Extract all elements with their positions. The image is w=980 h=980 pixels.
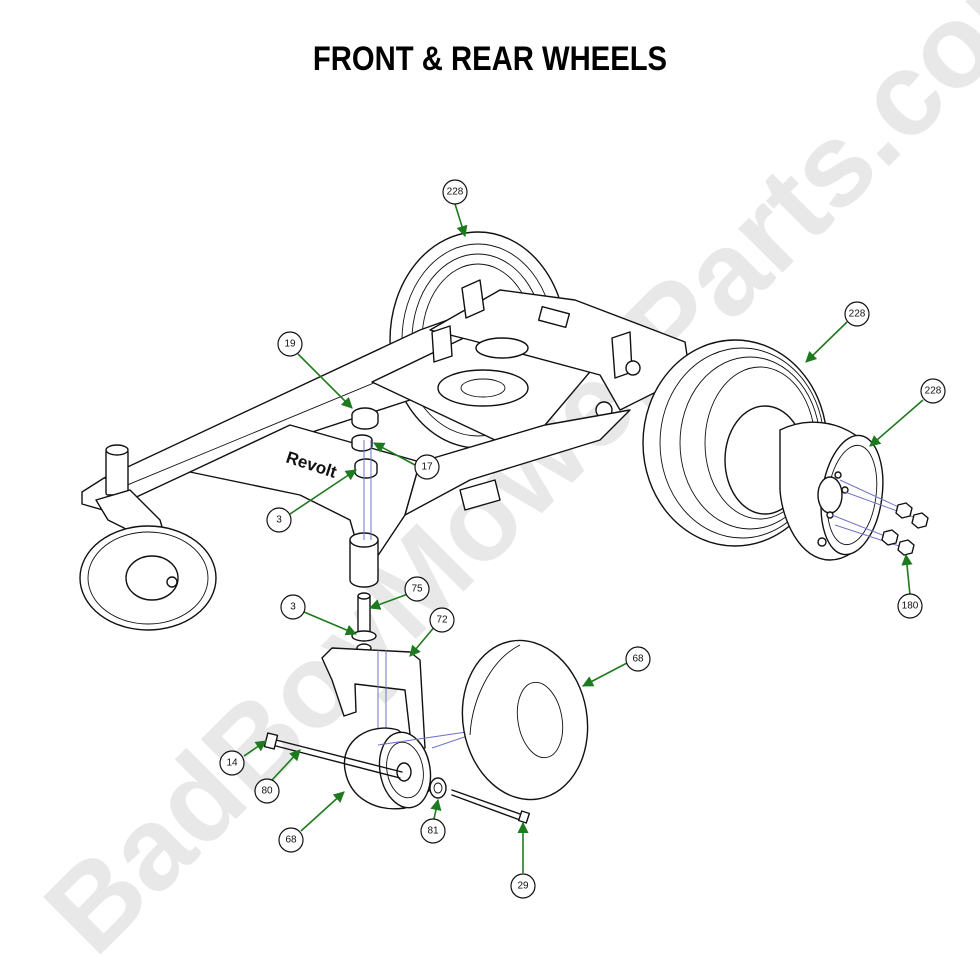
caster-cap bbox=[351, 407, 379, 430]
callout-75: 75 bbox=[404, 576, 430, 602]
front-left-caster-wheel bbox=[79, 525, 217, 631]
caster-axle-bearing bbox=[429, 777, 447, 799]
callout-228-top: 228 bbox=[442, 179, 468, 205]
callout-leaders bbox=[243, 203, 924, 873]
callout-label: 68 bbox=[285, 835, 297, 846]
callout-label: 3 bbox=[290, 602, 296, 613]
callout-228-mid: 228 bbox=[844, 301, 870, 327]
callout-label: 80 bbox=[261, 786, 273, 797]
caster-bearing-upper bbox=[354, 458, 378, 479]
callout-label: 75 bbox=[411, 584, 423, 595]
callout-label: 14 bbox=[226, 758, 238, 769]
caster-nut bbox=[351, 434, 373, 452]
caster-tire bbox=[461, 639, 589, 801]
callout-label: 19 bbox=[284, 339, 296, 350]
rear-lug-nuts bbox=[831, 479, 929, 556]
callout-label: 81 bbox=[427, 826, 439, 837]
callout-label: 180 bbox=[902, 601, 919, 612]
callout-3-lower: 3 bbox=[280, 594, 306, 620]
callout-29: 29 bbox=[510, 873, 536, 899]
callout-180: 180 bbox=[897, 593, 923, 619]
callout-68-tire: 68 bbox=[625, 646, 651, 672]
caster-spacer bbox=[349, 532, 379, 588]
callout-14: 14 bbox=[219, 750, 245, 776]
callout-3-upper: 3 bbox=[266, 507, 292, 533]
callout-label: 3 bbox=[276, 515, 282, 526]
caster-fork bbox=[321, 647, 426, 753]
callout-label: 68 bbox=[632, 654, 644, 665]
callout-label: 228 bbox=[849, 309, 866, 320]
callout-228-right: 228 bbox=[920, 378, 946, 404]
callout-81: 81 bbox=[420, 818, 446, 844]
callout-label: 29 bbox=[517, 881, 529, 892]
page-title: FRONT & REAR WHEELS bbox=[312, 40, 668, 78]
callout-19: 19 bbox=[277, 331, 303, 357]
callout-label: 228 bbox=[447, 187, 464, 198]
callout-label: 228 bbox=[925, 386, 942, 397]
callout-label: 72 bbox=[436, 615, 448, 626]
caster-axle-nut-bolt bbox=[451, 789, 531, 824]
callout-72: 72 bbox=[429, 607, 455, 633]
callout-80: 80 bbox=[254, 778, 280, 804]
callout-label: 17 bbox=[421, 462, 433, 473]
callout-68-rim: 68 bbox=[278, 827, 304, 853]
callout-17: 17 bbox=[414, 454, 440, 480]
caster-stem bbox=[357, 592, 371, 633]
